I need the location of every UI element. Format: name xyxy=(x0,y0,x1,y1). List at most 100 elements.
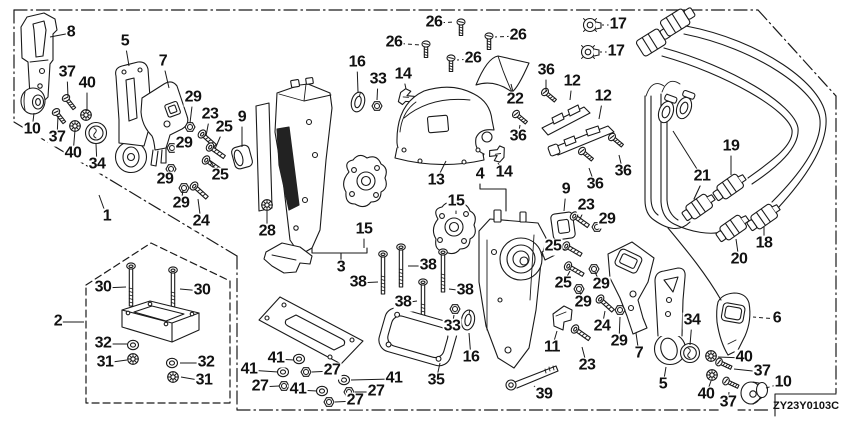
part-8-shift-clevis xyxy=(20,12,58,104)
callout-27: 27 xyxy=(322,361,342,380)
part-9-rubber-mount xyxy=(550,211,576,241)
callout-38: 38 xyxy=(455,281,475,300)
callout-30: 30 xyxy=(93,278,113,297)
part-code: ZY23Y0103C xyxy=(772,400,840,412)
part-9-cap-left xyxy=(231,144,253,170)
callout-24: 24 xyxy=(592,317,612,336)
callout-26: 26 xyxy=(508,26,528,45)
callout-2: 2 xyxy=(52,312,64,331)
callout-17: 17 xyxy=(608,15,628,34)
callout-17: 17 xyxy=(606,42,626,61)
callout-7: 7 xyxy=(633,344,645,363)
callout-36: 36 xyxy=(536,61,556,80)
callout-31: 31 xyxy=(194,371,214,390)
callout-11: 11 xyxy=(543,338,561,357)
mount-spacer-block xyxy=(121,300,200,343)
callout-37: 37 xyxy=(57,63,77,82)
callout-36: 36 xyxy=(613,162,633,181)
callout-9: 9 xyxy=(236,108,248,127)
callout-29: 29 xyxy=(591,275,611,294)
callout-28: 28 xyxy=(257,222,277,241)
callout-25: 25 xyxy=(214,118,234,137)
callout-23: 23 xyxy=(576,196,596,215)
part-4-housing-body xyxy=(478,209,556,369)
callout-29: 29 xyxy=(171,194,191,213)
callout-15: 15 xyxy=(354,220,374,239)
callout-36: 36 xyxy=(508,127,528,146)
callout-5: 5 xyxy=(657,375,669,394)
diagram-boundary xyxy=(13,9,837,411)
callout-38: 38 xyxy=(348,273,368,292)
callout-29: 29 xyxy=(155,170,175,189)
code-frame xyxy=(774,393,837,417)
part-3-housing xyxy=(255,77,333,256)
part-34-grommet-left xyxy=(84,121,108,145)
callout-8: 8 xyxy=(65,23,77,42)
callout-25: 25 xyxy=(553,274,573,293)
callout-41: 41 xyxy=(288,380,308,399)
callout-40: 40 xyxy=(63,144,83,163)
callout-32: 32 xyxy=(196,353,216,372)
callout-26: 26 xyxy=(384,33,404,52)
callout-29: 29 xyxy=(609,332,629,351)
callout-27: 27 xyxy=(250,377,270,396)
leader-21b xyxy=(693,183,702,200)
callout-16: 16 xyxy=(347,53,367,72)
callout-37: 37 xyxy=(47,128,67,147)
callout-18: 18 xyxy=(754,234,774,253)
callout-4: 4 xyxy=(474,165,486,184)
callout-5: 5 xyxy=(119,32,131,51)
callout-13: 13 xyxy=(426,171,446,190)
callout-27: 27 xyxy=(366,382,386,401)
callout-19: 19 xyxy=(721,137,741,156)
callout-41: 41 xyxy=(266,349,286,368)
callout-39: 39 xyxy=(534,385,554,404)
part-6-lever-cover xyxy=(716,292,751,356)
callout-38: 38 xyxy=(393,293,413,312)
part-34-grommet-right xyxy=(679,342,701,364)
callout-37: 37 xyxy=(752,362,772,381)
callout-15: 15 xyxy=(446,192,466,211)
callout-9: 9 xyxy=(560,180,572,199)
callout-29: 29 xyxy=(183,88,203,107)
part-7-grip-right xyxy=(607,241,655,335)
callout-6: 6 xyxy=(771,309,783,328)
callout-1: 1 xyxy=(101,207,113,226)
callout-26: 26 xyxy=(463,49,483,68)
callout-35: 35 xyxy=(426,371,446,390)
callout-38: 38 xyxy=(418,256,438,275)
part-13-housing-cover xyxy=(394,86,495,166)
part-7-grip-left xyxy=(140,81,189,167)
callout-40: 40 xyxy=(77,74,97,93)
part-3-link-foot xyxy=(263,242,313,274)
part-10-knob-right xyxy=(740,381,769,405)
callout-26: 26 xyxy=(424,13,444,32)
callout-16: 16 xyxy=(461,348,481,367)
part-12-link-plates xyxy=(541,104,615,157)
callout-14: 14 xyxy=(494,163,514,182)
callout-20: 20 xyxy=(729,250,749,269)
part-15-bracket-right xyxy=(432,201,476,255)
callout-41: 41 xyxy=(384,369,404,388)
callout-34: 34 xyxy=(87,155,107,174)
callout-33: 33 xyxy=(368,70,388,89)
callout-12: 12 xyxy=(593,87,613,106)
leader-elbow-4 xyxy=(479,182,507,212)
part-5-control-lever-left xyxy=(114,61,153,174)
wire-harness xyxy=(634,3,827,301)
callout-24: 24 xyxy=(191,212,211,231)
part-5-control-lever-right xyxy=(653,267,687,366)
callout-37: 37 xyxy=(718,393,738,412)
callout-25: 25 xyxy=(543,237,563,256)
callout-29: 29 xyxy=(174,134,194,153)
callout-3: 3 xyxy=(335,258,347,277)
part-35-gasket xyxy=(378,307,458,367)
callout-40: 40 xyxy=(734,348,754,367)
callout-7: 7 xyxy=(157,52,169,71)
callout-14: 14 xyxy=(393,65,413,84)
callout-32: 32 xyxy=(93,334,113,353)
callout-34: 34 xyxy=(682,311,702,330)
